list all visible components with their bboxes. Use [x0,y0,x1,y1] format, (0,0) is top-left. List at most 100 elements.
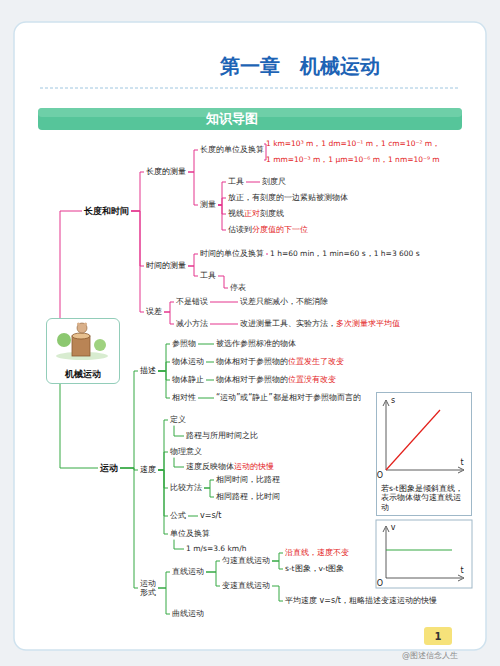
node-text: 参照物 [172,339,196,348]
node-text: 长度和时间 [84,206,129,216]
node-text: 停表 [230,283,246,292]
node-text: 运动 [100,463,118,473]
node-text: 相同时间，比路程 [216,475,280,484]
map-item: 速度反映物体运动的快慢 [186,462,274,471]
branch-line [266,254,268,255]
node-text: 误差 [146,307,162,316]
map-item: “运动”或“静止”都是相对于参照物而言的 [216,393,361,402]
branch-line [204,480,214,488]
node-text: 1 mm=10⁻³ m，1 μm=10⁻⁶ m，1 nm=10⁻⁹ m [266,156,440,165]
map-item: 单位及换算 [170,529,210,538]
map-item: 视线正对刻度线 [228,209,284,218]
section-band [38,108,462,130]
branch-line [218,182,226,205]
map-item: 1 h=60 min，1 min=60 s，1 h=3 600 s [270,250,420,259]
node-text: 估读到分度值的下一位 [228,225,308,234]
map-item: 相同时间，比路程 [216,475,280,484]
node-text: 曲线运动 [172,609,204,618]
node-text: 相对性 [172,393,196,402]
branch-line [174,458,184,467]
branch-line [188,150,198,172]
root-illustration [56,322,108,360]
map-item: 刻度尺 [262,177,286,186]
map-item: 工具 [228,177,244,186]
map-item: 物体运动 [172,357,204,366]
map-item: 物体相对于参照物的位置发生了改变 [216,357,344,366]
axis-label: v [391,523,396,532]
branch-line [218,198,226,205]
branch-line [174,540,184,549]
map-item: 相对性 [172,393,196,402]
branch-line [188,516,198,517]
branch-line [131,211,144,312]
axis [386,470,462,471]
map-item: 物体相对于参照物的位置没有改变 [216,375,336,384]
map-item: 长度的单位及换算 [200,145,264,154]
branch-line [164,312,174,324]
map-item: 相同路程，比时间 [216,492,280,501]
map-item: 1 m/s=3.6 km/h [186,545,246,554]
branch-line [131,211,144,266]
stump-top [72,333,90,339]
node-text: 变速直线运动 [222,581,270,590]
st-graph [383,400,464,473]
branch-line [158,470,168,534]
branch-line [206,561,220,572]
map-item: 参照物 [172,339,196,348]
map-item: 路程与所用时间之比 [186,431,258,440]
map-item: 运动 [100,463,118,473]
map-item: 减小方法 [176,319,208,328]
branch-line [174,426,184,436]
map-item: 运动形式 [140,579,156,597]
node-text: s-t图象，v-t图象 [285,565,344,574]
map-item: 工具 [200,271,216,280]
graph-line [386,549,452,550]
branch-line [188,254,198,266]
branch-line [204,488,214,497]
branch-line [188,172,198,205]
node-text: 测量 [200,200,216,209]
node-text: 匀速直线运动 [222,556,270,565]
axis [386,402,387,470]
map-item: 测量 [200,200,216,209]
node-text: 路程与所用时间之比 [186,431,258,440]
section-heading: 知识导图 [206,110,258,128]
map-item: 长度和时间 [84,206,129,216]
node-text: 工具 [228,177,244,186]
node-text: 长度的单位及换算 [200,145,264,154]
node-text: 比较方法 [170,483,202,492]
node-text: 直线运动 [172,567,204,576]
axis-label: O [377,579,383,588]
node-text: 1 m/s=3.6 km/h [186,545,246,554]
axis-label: O [377,471,383,480]
vt-graph-box [376,520,472,588]
node-text: 若s-t图象是倾斜直线，表示物体做匀速直线运动 [381,484,467,512]
map-item: 1 km=10³ m，1 dm=10⁻¹ m，1 cm=10⁻² m， [266,140,440,149]
map-item: 时间的测量 [146,261,186,270]
axis-label: t [460,566,463,575]
axis-label: t [460,458,463,467]
node-text: v=s/t [200,511,221,520]
map-item: 曲线运动 [172,609,204,618]
branch-line [158,362,170,371]
branch-line [210,302,238,303]
page-number: 1 [435,631,442,642]
branch-line [164,302,174,312]
branch-line [120,468,138,588]
branch-line [131,172,144,211]
branch-line [206,572,220,586]
branch-line [158,371,170,398]
branch-line [246,182,260,183]
node-text: 工具 [200,271,216,280]
map-item: s-t图象，v-t图象 [285,565,344,574]
node-text: 描述 [140,366,156,375]
page-tab [424,627,452,645]
node-text: 时间的单位及换算 [200,249,264,258]
node-text: 物体运动 [172,357,204,366]
branch-line [198,398,214,399]
branch-line [158,344,170,371]
branch-line [158,470,168,516]
node-text: 物理意义 [170,447,202,456]
branch-line [60,211,82,318]
branch-line [264,150,266,160]
